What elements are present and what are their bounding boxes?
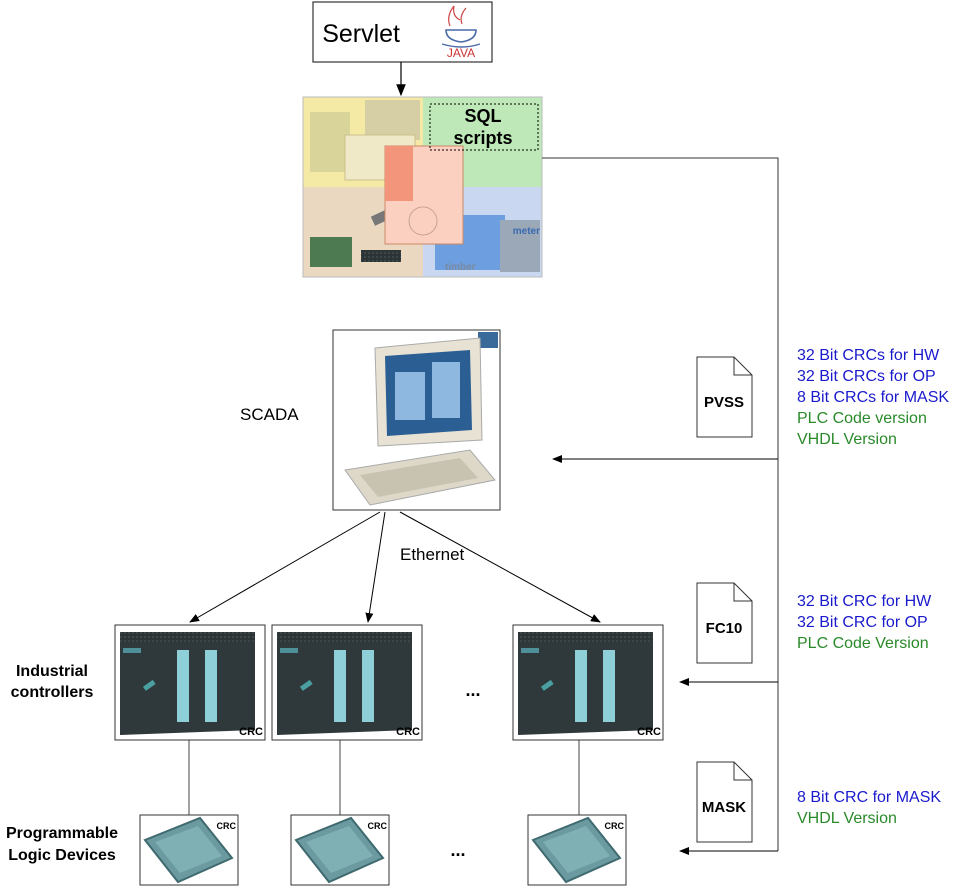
controllers-ellipsis: ...	[465, 680, 480, 700]
feedback-bus-line	[542, 157, 779, 851]
pld-ellipsis: ...	[450, 840, 465, 860]
servlet-box: Servlet JAVA	[312, 1, 493, 63]
crc-info-line: VHDL Version	[797, 810, 897, 827]
document-mask: MASK 8 Bit CRC for MASK VHDL Version	[696, 761, 941, 843]
sql-label-line2: scripts	[453, 128, 512, 148]
document-label: PVSS	[704, 394, 744, 411]
document-fc10: FC10 32 Bit CRC for HW 32 Bit CRC for OP PL…	[696, 582, 932, 664]
crc-info-line: 8 Bit CRCs for MASK	[797, 389, 949, 406]
svg-text:meter: meter	[513, 226, 540, 237]
crc-info-line: 32 Bit CRCs for HW	[797, 347, 940, 364]
controller-unit: CRC CRC	[512, 624, 664, 886]
ethernet-label: Ethernet	[400, 545, 465, 564]
crc-info-line: VHDL Version	[797, 431, 897, 448]
crc-tag: CRC	[396, 726, 420, 738]
pld-label-line2: Logic Devices	[8, 847, 116, 864]
crc-info-line: 32 Bit CRC for OP	[797, 614, 928, 631]
crc-tag: CRC	[605, 821, 625, 831]
document-icon	[696, 582, 753, 664]
crc-info-line: 32 Bit CRCs for OP	[797, 368, 936, 385]
industrial-controller-image: CRC	[271, 624, 423, 741]
industrial-controller-image: CRC	[512, 624, 664, 741]
scada-computer-image	[332, 329, 501, 511]
crc-tag: CRC	[217, 821, 237, 831]
crc-info-line: 32 Bit CRC for HW	[797, 593, 932, 610]
crc-tag: CRC	[637, 726, 661, 738]
document-label: FC10	[706, 620, 743, 637]
scada-label: SCADA	[240, 405, 299, 424]
ethernet-arrow-1	[189, 511, 381, 623]
controller-unit: CRC CRC	[271, 624, 423, 886]
servlet-label: Servlet	[322, 20, 400, 48]
document-icon	[696, 761, 753, 843]
crc-info-line: PLC Code Version	[797, 635, 929, 652]
document-icon	[696, 356, 753, 438]
document-pvss: PVSS 32 Bit CRCs for HW 32 Bit CRCs for OP…	[696, 347, 949, 448]
pld-chip-image: CRC	[290, 814, 390, 886]
java-logo-icon: JAVA	[441, 5, 481, 60]
ethernet-arrow-3	[399, 511, 601, 623]
crc-info-line: 8 Bit CRC for MASK	[797, 789, 941, 806]
crc-tag: CRC	[368, 821, 388, 831]
controllers-label-line2: controllers	[11, 684, 94, 701]
pld-chip-image: CRC	[527, 814, 627, 886]
crc-tag: CRC	[239, 726, 263, 738]
sql-label-line1: SQL	[464, 106, 501, 126]
pld-label-line1: Programmable	[6, 825, 118, 842]
ethernet-arrow-2	[365, 511, 386, 623]
sql-scripts-image: meter timber SQL scripts	[302, 96, 543, 278]
controllers-label-line1: Industrial	[16, 663, 88, 680]
industrial-controller-image: CRC	[114, 624, 266, 741]
document-label: MASK	[702, 799, 746, 816]
svg-text:JAVA: JAVA	[447, 46, 475, 60]
svg-text:timber: timber	[445, 262, 476, 273]
crc-info-line: PLC Code version	[797, 410, 927, 427]
pld-chip-image: CRC	[139, 814, 239, 886]
controller-unit: CRC CRC	[114, 624, 266, 886]
